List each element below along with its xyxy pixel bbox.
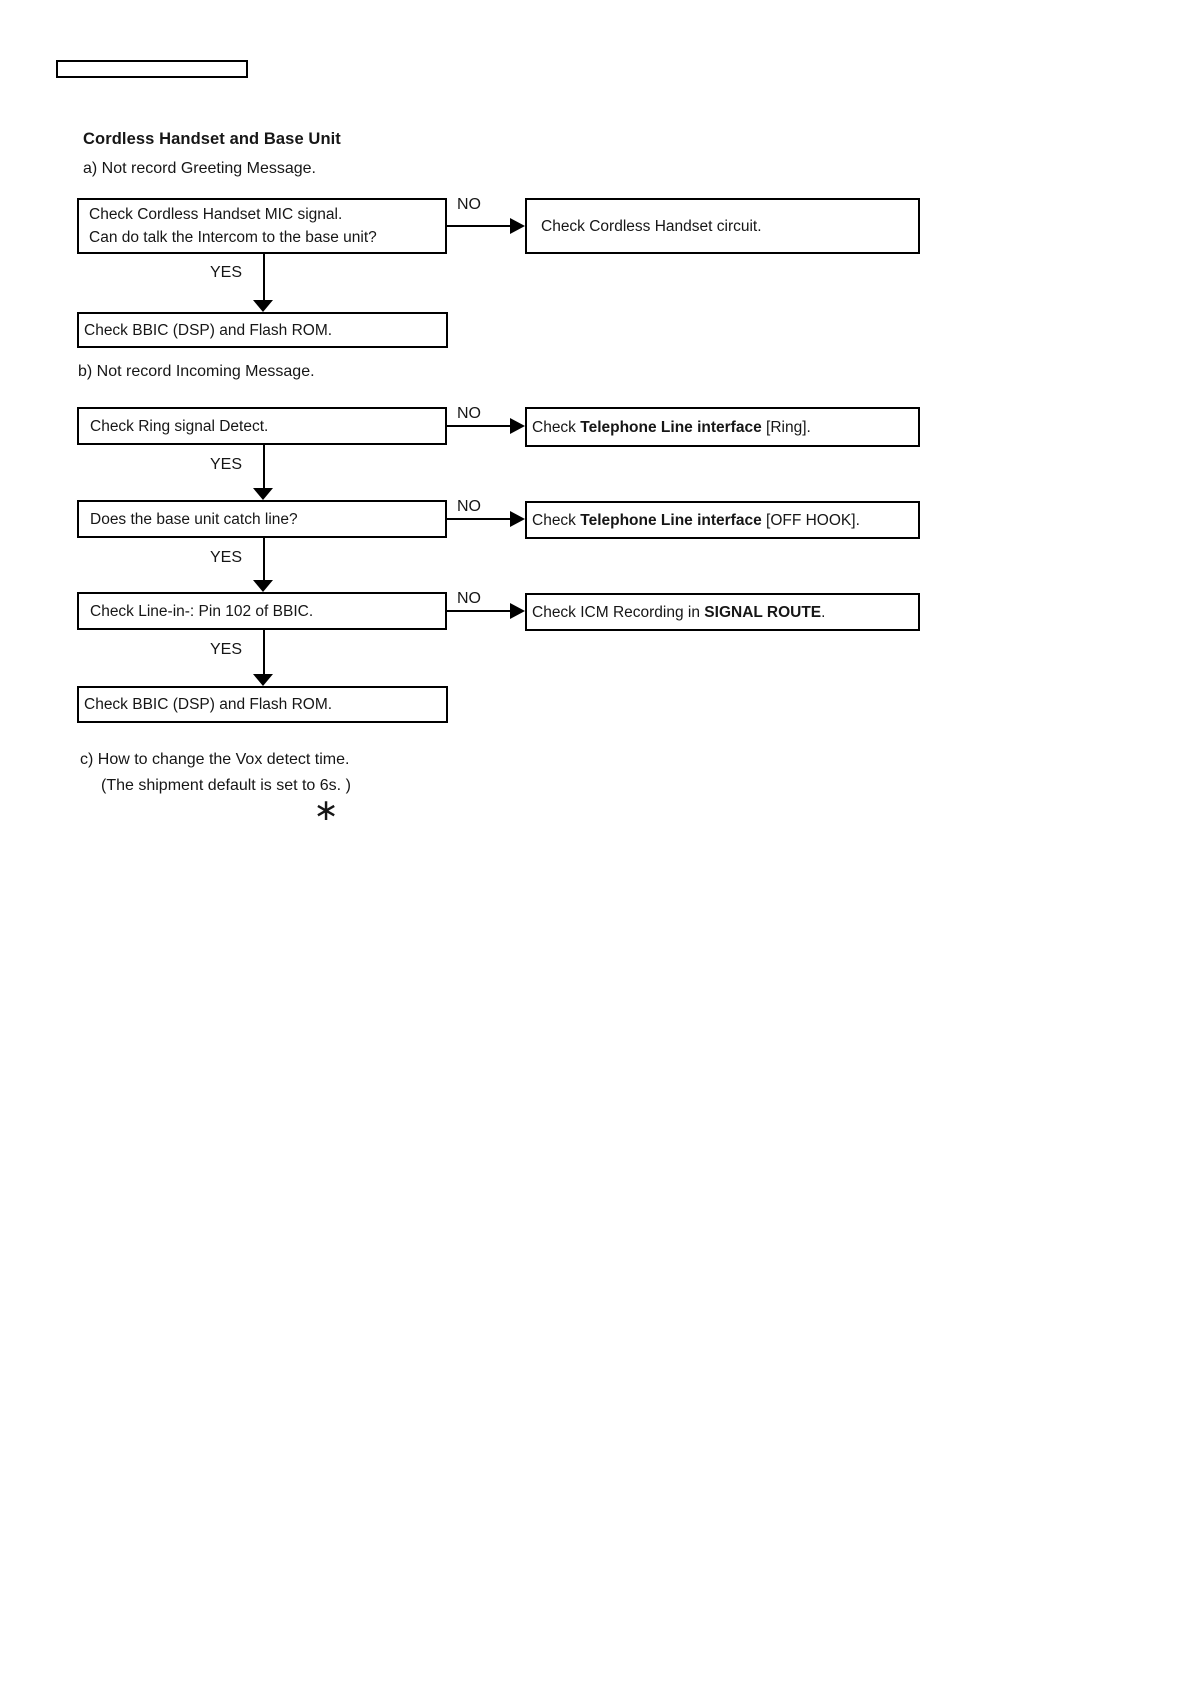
flow-b-step3-question-box: Check Line-in-: Pin 102 of BBIC. <box>77 592 447 630</box>
arrow-right-icon <box>510 511 525 527</box>
no-label: NO <box>457 590 481 607</box>
flow-a-no-result-box: Check Cordless Handset circuit. <box>525 198 920 254</box>
section-c-label: c) How to change the Vox detect time. <box>80 751 350 768</box>
connector-line <box>447 425 511 427</box>
flow-b-step3-no-result-text: Check ICM Recording in SIGNAL ROUTE. <box>532 603 826 621</box>
yes-label: YES <box>210 264 243 281</box>
flow-b-step1-question-box: Check Ring signal Detect. <box>77 407 447 445</box>
yes-label: YES <box>210 641 243 658</box>
flow-b-step1-no-result-box: Check Telephone Line interface [Ring]. <box>525 407 920 447</box>
flow-a-question-line2: Can do talk the Intercom to the base uni… <box>89 229 377 246</box>
connector-line <box>263 630 265 675</box>
flow-a-yes-result-text: Check BBIC (DSP) and Flash ROM. <box>84 321 333 339</box>
flow-b-yes-result-text: Check BBIC (DSP) and Flash ROM. <box>84 696 333 713</box>
connector-line <box>447 518 511 520</box>
page-title: Cordless Handset and Base Unit <box>83 130 341 148</box>
flow-a-question-box: Check Cordless Handset MIC signal. Can d… <box>77 198 447 254</box>
flow-a-no-result-text: Check Cordless Handset circuit. <box>541 217 762 235</box>
arrow-down-icon <box>253 300 273 312</box>
flow-b-step2-question-box: Does the base unit catch line? <box>77 500 447 538</box>
no-label: NO <box>457 405 481 422</box>
flow-b-step2-no-result-box: Check Telephone Line interface [OFF HOOK… <box>525 501 920 539</box>
section-b-label: b) Not record Incoming Message. <box>78 363 315 380</box>
connector-line <box>447 610 511 612</box>
flow-b-step1-question-text: Check Ring signal Detect. <box>90 417 269 435</box>
arrow-right-icon <box>510 218 525 234</box>
yes-label: YES <box>210 549 243 566</box>
section-c-note: (The shipment default is set to 6s. ) <box>101 777 351 794</box>
flow-a-yes-result-box: Check BBIC (DSP) and Flash ROM. <box>77 312 448 348</box>
arrow-down-icon <box>253 488 273 500</box>
arrow-right-icon <box>510 418 525 434</box>
connector-line <box>447 225 511 227</box>
section-a-label: a) Not record Greeting Message. <box>83 160 316 177</box>
flow-a-question-line1: Check Cordless Handset MIC signal. <box>89 206 343 223</box>
arrow-down-icon <box>253 580 273 592</box>
connector-line <box>263 538 265 581</box>
flow-b-step3-no-result-box: Check ICM Recording in SIGNAL ROUTE. <box>525 593 920 631</box>
flow-b-step2-question-text: Does the base unit catch line? <box>90 510 298 528</box>
flow-b-step1-no-result-text: Check Telephone Line interface [Ring]. <box>532 418 811 436</box>
header-field-box <box>56 60 248 78</box>
flow-b-step2-no-result-text: Check Telephone Line interface [OFF HOOK… <box>532 511 860 529</box>
flow-b-yes-result-box: Check BBIC (DSP) and Flash ROM. <box>77 686 448 723</box>
arrow-right-icon <box>510 603 525 619</box>
yes-label: YES <box>210 456 243 473</box>
flow-b-step3-question-text: Check Line-in-: Pin 102 of BBIC. <box>90 602 314 620</box>
no-label: NO <box>457 498 481 515</box>
arrow-down-icon <box>253 674 273 686</box>
connector-line <box>263 445 265 489</box>
no-label: NO <box>457 196 481 213</box>
connector-line <box>263 254 265 301</box>
asterisk-symbol: ∗ <box>313 793 339 828</box>
